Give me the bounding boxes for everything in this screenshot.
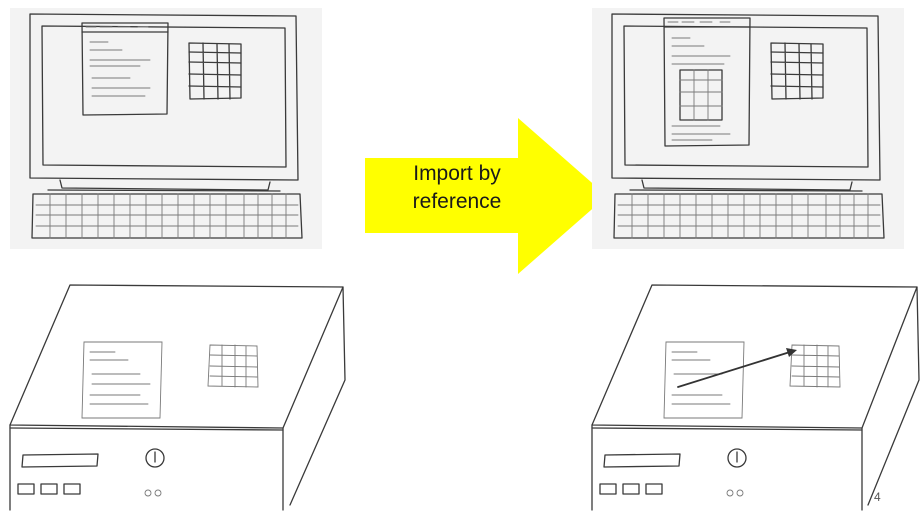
right-server-spreadsheet-icon [789, 344, 841, 388]
right-keyboard [613, 193, 885, 239]
arrow-label-line-1: Import by [413, 162, 501, 185]
arrow-label: Import by reference [382, 160, 532, 216]
left-monitor [10, 8, 322, 249]
right-monitor [592, 8, 904, 249]
left-server-document-icon [81, 341, 163, 419]
left-monitor-document-icon [81, 22, 169, 116]
left-keyboard [31, 193, 303, 239]
reference-link-arrow [677, 348, 797, 388]
right-server-document-icon [663, 341, 745, 419]
arrow-label-line-2: reference [412, 190, 502, 213]
import-arrow [365, 118, 607, 274]
right-monitor-spreadsheet-icon [770, 42, 824, 100]
left-server-spreadsheet-icon [207, 344, 259, 388]
right-server [591, 284, 920, 511]
right-monitor-document-icon [663, 17, 751, 147]
left-server [9, 284, 346, 511]
left-monitor-spreadsheet-icon [188, 42, 242, 100]
page-number: 4 [874, 490, 881, 504]
